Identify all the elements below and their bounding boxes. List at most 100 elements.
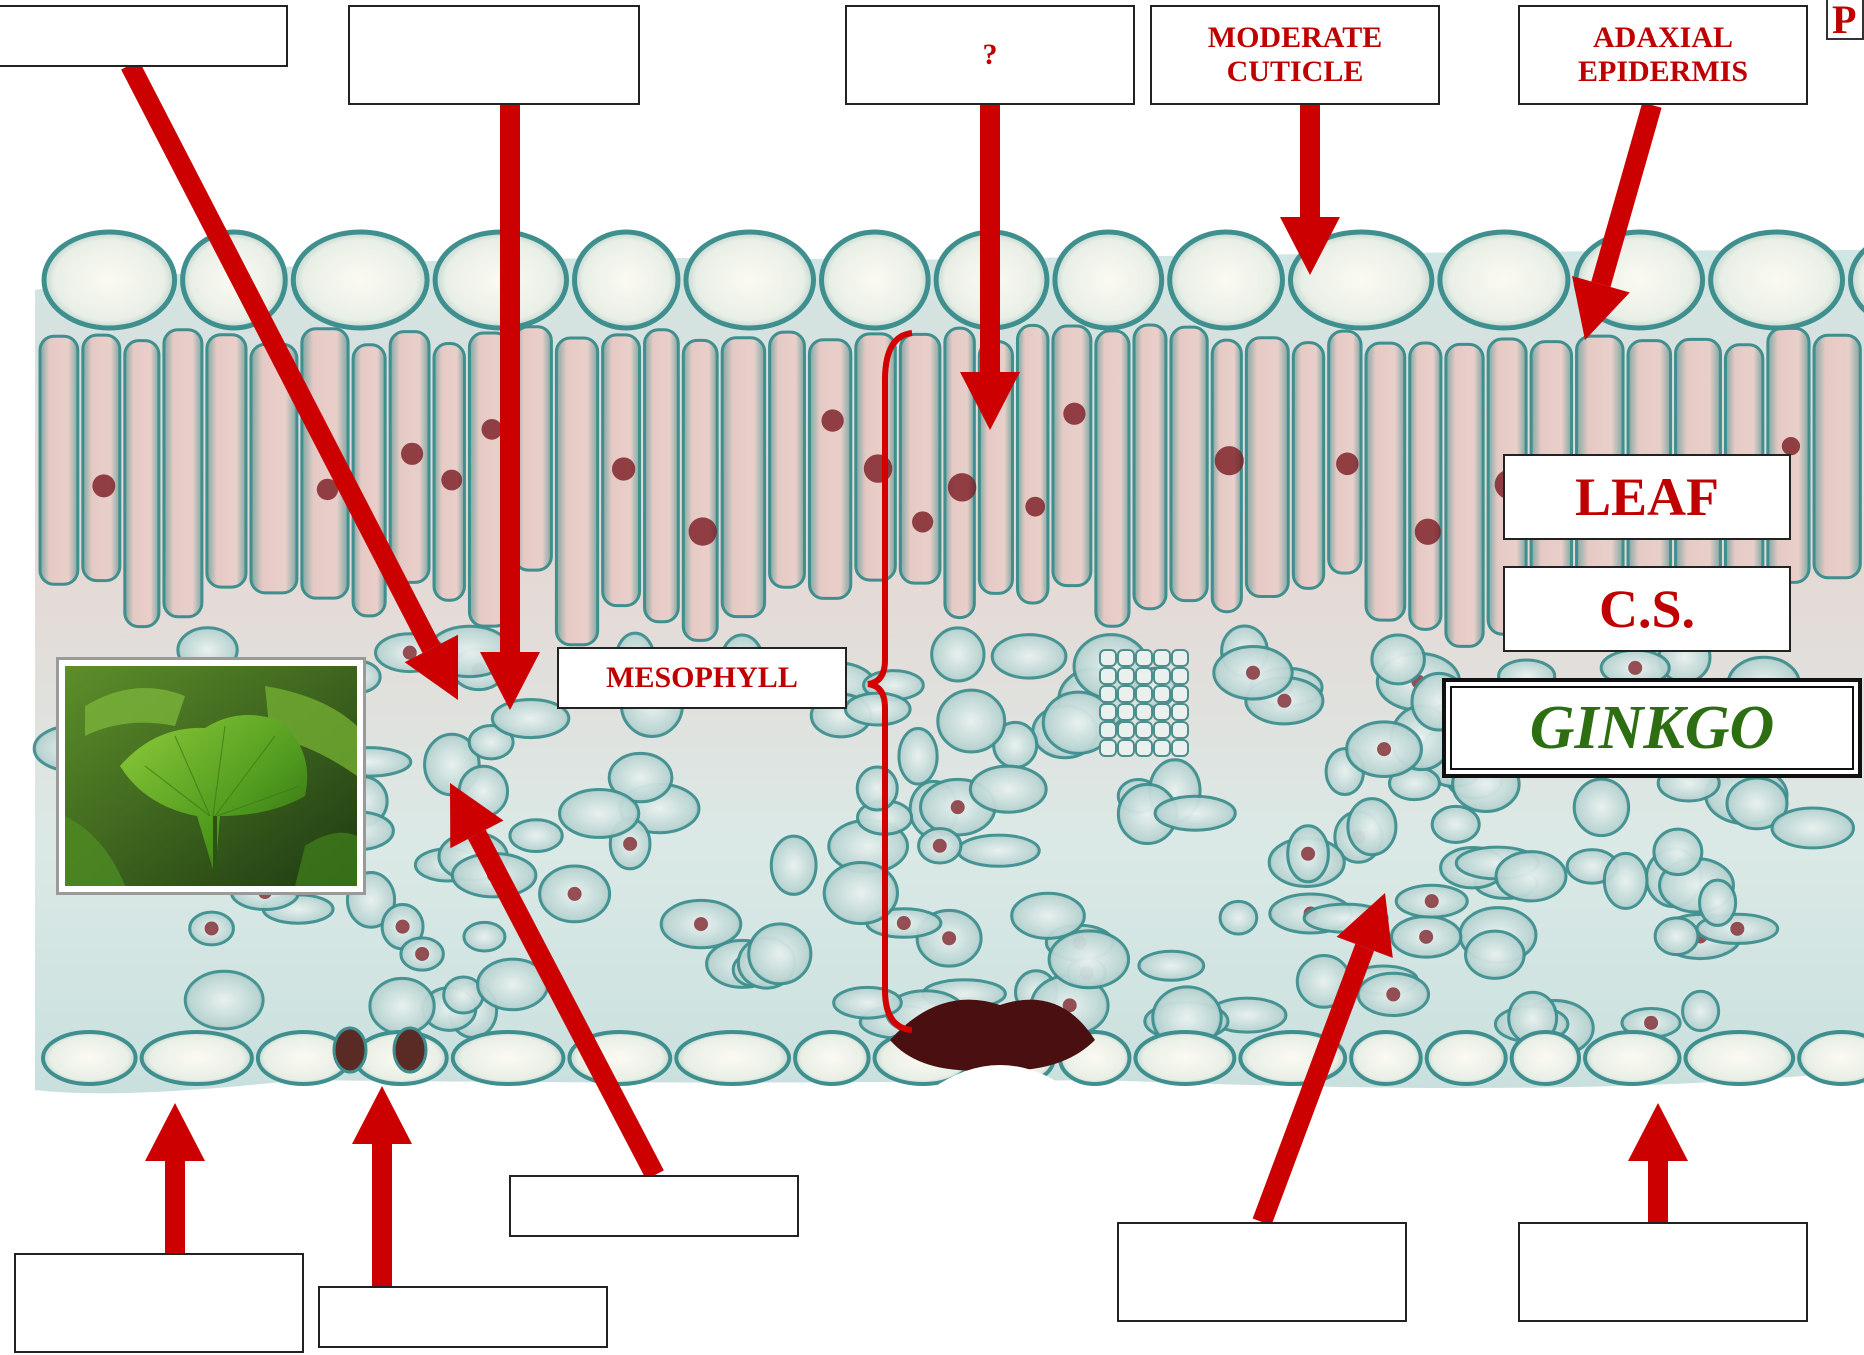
spongy-cell: [1155, 796, 1235, 830]
label-moderate-cuticle[interactable]: MODERATE CUTICLE: [1150, 5, 1440, 105]
palisade-cell: [207, 335, 246, 587]
upper-epidermis-cell: [1440, 232, 1568, 328]
blank-label-bottom-abaxial[interactable]: [1518, 1222, 1808, 1322]
vascular-cell: [1154, 740, 1170, 756]
label-mesophyll[interactable]: MESOPHYLL: [557, 647, 847, 709]
spongy-cell: [992, 635, 1066, 678]
lower-epidermis-cell: [1686, 1032, 1794, 1084]
spongy-nucleus: [1246, 666, 1260, 680]
vascular-cell: [1100, 722, 1116, 738]
palisade-cell: [1134, 325, 1166, 609]
label-corner-partial: P: [1826, 0, 1864, 40]
spongy-cell: [1654, 829, 1702, 874]
spongy-nucleus: [1419, 930, 1433, 944]
blank-label-top-left[interactable]: [0, 5, 288, 67]
spongy-nucleus: [1644, 1016, 1658, 1030]
spongy-nucleus: [568, 887, 582, 901]
lower-epidermis-cell: [1585, 1032, 1679, 1084]
palisade-nucleus: [1215, 446, 1244, 475]
palisade-cell: [1329, 331, 1361, 573]
vascular-cell: [1154, 722, 1170, 738]
vascular-cell: [1136, 704, 1152, 720]
label-unknown-palisade[interactable]: ?: [845, 5, 1135, 105]
vascular-cell: [1154, 668, 1170, 684]
spongy-cell: [771, 836, 816, 894]
lower-epidermis-cell: [1427, 1032, 1506, 1084]
vascular-cell: [1118, 668, 1134, 684]
vascular-cell: [1100, 668, 1116, 684]
palisade-nucleus: [1782, 437, 1800, 455]
palisade-cell: [1171, 327, 1207, 600]
palisade-nucleus: [689, 517, 717, 545]
vascular-cell: [1118, 722, 1134, 738]
spongy-cell: [510, 820, 562, 852]
label-cross-section: C.S.: [1503, 566, 1791, 652]
blank-label-bottom-lower-epidermis[interactable]: [14, 1253, 304, 1353]
spongy-nucleus: [1386, 987, 1400, 1001]
spongy-cell: [1574, 779, 1628, 835]
spongy-cell: [1372, 635, 1425, 684]
vascular-cell: [1172, 704, 1188, 720]
upper-epidermis-cell: [822, 232, 929, 328]
vascular-cell: [1100, 704, 1116, 720]
spongy-cell: [857, 767, 897, 810]
spongy-cell: [1466, 931, 1525, 978]
lower-epidermis-cell: [43, 1032, 136, 1084]
upper-epidermis-cell: [1170, 232, 1283, 328]
lower-epidermis-cell: [1799, 1032, 1864, 1084]
blank-label-bottom-stoma[interactable]: [318, 1286, 608, 1348]
palisade-nucleus: [612, 457, 635, 480]
spongy-cell: [1655, 918, 1698, 955]
spongy-cell: [560, 789, 639, 837]
palisade-nucleus: [912, 511, 933, 532]
upper-epidermis-cell: [1055, 232, 1162, 328]
spongy-cell: [970, 766, 1046, 812]
palisade-cell: [1096, 331, 1129, 626]
vascular-cell: [1136, 686, 1152, 702]
spongy-cell: [1772, 808, 1854, 848]
vascular-cell: [1154, 650, 1170, 666]
blank-label-bottom-spongy[interactable]: [1117, 1222, 1407, 1322]
spongy-nucleus: [1301, 847, 1315, 861]
vascular-cell: [1136, 740, 1152, 756]
spongy-nucleus: [933, 839, 947, 853]
blank-label-top-second[interactable]: [348, 5, 640, 105]
vascular-cell: [1172, 740, 1188, 756]
vascular-cell: [1100, 740, 1116, 756]
spongy-cell: [958, 835, 1039, 866]
upper-epidermis-cell: [575, 232, 678, 328]
upper-epidermis-cell: [44, 232, 175, 328]
palisade-nucleus: [1336, 453, 1359, 476]
spongy-nucleus: [415, 947, 429, 961]
palisade-nucleus: [92, 474, 115, 497]
lower-epidermis-cell: [1135, 1032, 1234, 1084]
spongy-nucleus: [396, 920, 410, 934]
palisade-cell: [1814, 335, 1860, 577]
palisade-nucleus: [864, 454, 892, 482]
spongy-cell: [938, 690, 1005, 752]
spongy-cell: [1049, 931, 1129, 988]
palisade-cell: [770, 332, 805, 587]
guard-cell-right: [394, 1028, 426, 1072]
palisade-nucleus: [1063, 403, 1085, 425]
spongy-cell: [185, 971, 263, 1029]
palisade-cell: [556, 338, 597, 645]
spongy-cell: [1700, 880, 1736, 925]
vascular-cell: [1118, 686, 1134, 702]
lower-epidermis-cell: [453, 1032, 564, 1084]
palisade-cell: [809, 340, 850, 599]
ginkgo-inset-photo-frame: [56, 657, 366, 895]
blank-label-bottom-guard-cell[interactable]: [509, 1175, 799, 1237]
lower-epidermis-cell: [676, 1032, 789, 1084]
spongy-nucleus: [897, 916, 911, 930]
palisade-cell: [1246, 338, 1288, 597]
palisade-nucleus: [821, 409, 843, 431]
spongy-nucleus: [1377, 742, 1391, 756]
palisade-cell: [164, 330, 202, 617]
label-adaxial-epidermis[interactable]: ADAXIAL EPIDERMIS: [1518, 5, 1808, 105]
palisade-cell: [1366, 343, 1405, 620]
palisade-cell: [40, 336, 78, 584]
guard-cell-left: [334, 1028, 366, 1072]
vascular-cell: [1118, 650, 1134, 666]
